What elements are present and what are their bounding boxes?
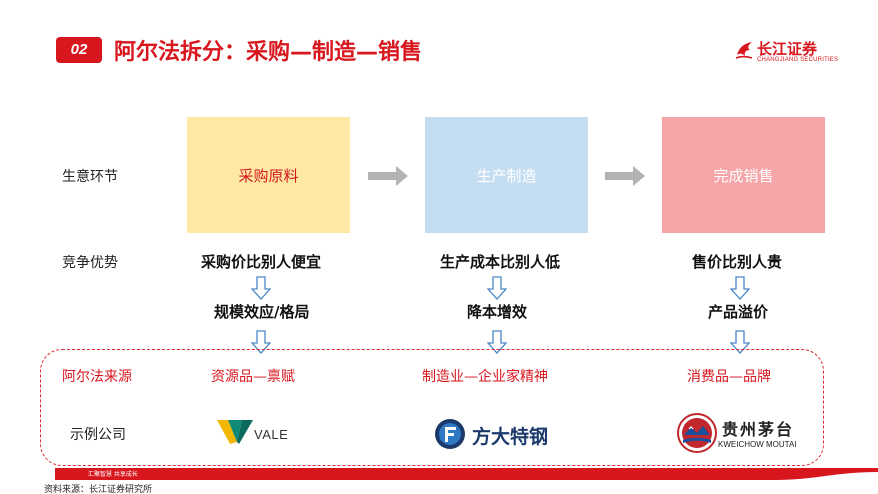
brand-name-en: CHANGJIANG SECURITIES (757, 57, 839, 63)
stage-label: 生产制造 (476, 166, 537, 185)
page-title: 阿尔法拆分：采购—制造—销售 (114, 40, 423, 65)
section-number-badge: 02 (56, 37, 102, 63)
advantage-secondary: 产品溢价 (708, 303, 769, 321)
arrow-down-icon (730, 276, 750, 300)
row-label-business: 生意环节 (62, 169, 118, 185)
footer-slogan: 汇聚智慧 共享成长 (88, 471, 138, 478)
arrow-down-icon (251, 330, 271, 354)
footer-band (55, 468, 878, 480)
arrow-down-icon (487, 330, 507, 354)
brand-logo: 长江证券 CHANGJIANG SECURITIES (733, 38, 843, 68)
advantage-secondary: 规模效应/格局 (214, 303, 310, 321)
arrow-right-icon (605, 166, 645, 186)
source-note: 资料来源：长江证券研究所 (44, 485, 153, 494)
alpha-source-resource: 资源品—禀赋 (211, 369, 295, 385)
company-fangda-logo-text: 方大特钢 (472, 426, 549, 448)
vale-v-logo-icon (217, 420, 253, 444)
stage-label: 采购原料 (238, 166, 299, 185)
arrow-down-icon (251, 276, 271, 300)
alpha-source-manufacturing: 制造业—企业家精神 (422, 369, 548, 385)
alpha-source-region (40, 349, 824, 466)
advantage-primary: 采购价比别人便宜 (201, 253, 322, 271)
company-vale-logo-text: VALE (254, 427, 289, 442)
alpha-source-consumer: 消费品—品牌 (687, 369, 771, 385)
advantage-secondary: 降本增效 (467, 303, 528, 321)
arrow-right-icon (368, 166, 408, 186)
advantage-primary: 生产成本比别人低 (440, 253, 561, 271)
row-label-alpha-source: 阿尔法来源 (62, 369, 132, 385)
row-label-example: 示例公司 (70, 427, 126, 443)
stage-box-procurement: 采购原料 (187, 117, 350, 233)
company-moutai-logo-text: 贵州茅台 (722, 420, 795, 439)
advantage-primary: 售价比别人贵 (692, 253, 783, 271)
arrow-down-icon (487, 276, 507, 300)
moutai-logo-icon (677, 413, 717, 453)
changjiang-phoenix-icon (735, 42, 753, 59)
brand-name: 长江证券 (757, 40, 818, 58)
fangda-logo-icon (435, 419, 465, 449)
company-moutai-logo-subtext: KWEICHOW MOUTAI (718, 440, 797, 449)
stage-label: 完成销售 (713, 166, 774, 185)
row-label-advantage: 竞争优势 (62, 255, 118, 271)
arrow-down-icon (730, 330, 750, 354)
stage-box-manufacturing: 生产制造 (425, 117, 588, 233)
stage-box-sales: 完成销售 (662, 117, 825, 233)
